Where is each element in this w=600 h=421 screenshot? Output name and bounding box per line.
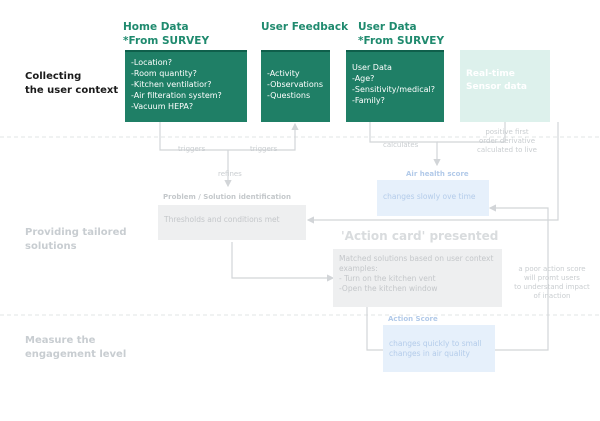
problem-box: Thresholds and conditions met [158, 205, 306, 240]
derivative-note: positive first order derivative calculat… [477, 128, 537, 154]
row-label-providing: Providing tailored solutions [25, 227, 127, 252]
action-card-title: 'Action card' presented [341, 229, 499, 243]
action-score-title: Action Score [388, 315, 438, 323]
action-score-box: changes quickly to small changes in air … [383, 325, 495, 372]
triggers-label: triggers [178, 145, 206, 153]
row-label-measure: Measure the engagement level [25, 335, 127, 360]
problem-title: Problem / Solution identification [163, 193, 291, 201]
sensor-to-health-connector [437, 122, 506, 143]
feedback-loop-connector [488, 204, 549, 351]
calculates-connector [369, 122, 441, 167]
home-data-box: -Location? -Room quantity? -Kitchen vent… [125, 50, 247, 122]
air-health-box: changes slowly ove time [377, 180, 489, 216]
action-to-score-connector [366, 307, 383, 351]
sensor-to-problem-connector [306, 122, 559, 224]
problem-to-action-connector [231, 242, 335, 282]
row-label-collecting: Collecting the user context [25, 71, 119, 96]
calculates-label: calculates [383, 141, 419, 149]
poor-action-note: a poor action score will promt users to … [514, 265, 590, 300]
refines-label: refines [218, 170, 242, 178]
user-feedback-box: -Activity -Observations -Questions [261, 50, 330, 122]
column-header-home-data: Home Data *From SURVEY [123, 21, 210, 47]
sensor-data-box: Real-time Sensor data [460, 50, 550, 122]
action-card-box: Matched solutions based on user context … [333, 249, 502, 307]
column-header-user-data: User Data *From SURVEY [358, 21, 445, 47]
triggers-label: triggers [250, 145, 278, 153]
user-data-box: User Data -Age? -Sensitivity/medical? -F… [346, 50, 444, 122]
column-header-user-feedback: User Feedback [261, 21, 349, 33]
air-health-title: Air health score [406, 170, 469, 178]
